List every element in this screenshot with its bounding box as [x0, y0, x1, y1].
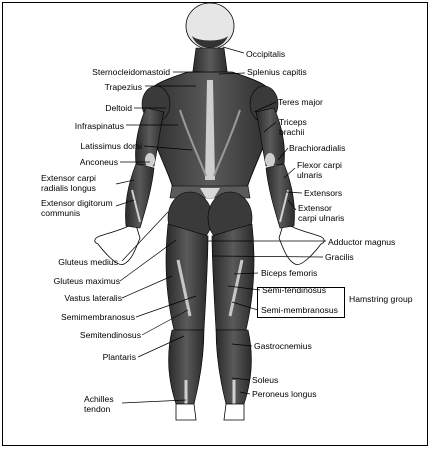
label-splenius-capitis: Splenius capitis	[247, 67, 307, 77]
label-semitendinosus: Semitendinosus	[79, 330, 141, 340]
label-extensor-carpi-ulnaris: Extensor carpi ulnaris	[298, 203, 345, 223]
label-sternocleidomastoid: Sternocleidomastoid	[92, 67, 170, 77]
label-teres-major: Teres major	[278, 97, 323, 107]
label-trapezius: Trapezius	[104, 82, 142, 92]
occipitalis-muscle	[192, 36, 228, 48]
label-semi-tendinosus: Semi-tendinosus	[262, 285, 327, 295]
label-achilles-tendon: Achilles tendon	[84, 394, 114, 414]
label-brachioradialis: Brachioradialis	[289, 143, 346, 153]
label-plantaris: Plantaris	[102, 352, 136, 362]
label-gluteus-maximus: Gluteus maximus	[53, 276, 120, 286]
right-upper-arm	[255, 107, 285, 167]
label-biceps-femoris: Biceps femoris	[261, 268, 318, 278]
label-gracilis: Gracilis	[325, 252, 354, 262]
right-foot	[223, 403, 245, 421]
label-gluteus-medius: Gluteus medius	[58, 257, 118, 267]
label-deltoid: Deltoid	[105, 103, 132, 113]
label-adductor-magnus: Adductor magnus	[328, 237, 396, 247]
label-hamstring-group: Hamstring group	[349, 294, 413, 304]
spine	[205, 80, 215, 180]
label-extensors: Extensors	[304, 188, 343, 198]
label-semimembranosus: Semimembranosus	[60, 312, 135, 322]
left-upper-arm	[135, 107, 165, 167]
label-semi-membranosus: Semi-membranosus	[261, 305, 338, 315]
right-hand	[278, 221, 325, 266]
label-latissimus-dorsi: Latissimus dorsi	[80, 141, 142, 151]
label-peroneus-longus: Peroneus longus	[252, 389, 317, 399]
label-infraspinatus: Infraspinatus	[74, 121, 124, 131]
label-gastrocnemius: Gastrocnemius	[254, 341, 312, 351]
leader-lines	[115, 46, 326, 404]
label-triceps-brachii: Triceps brachii	[279, 117, 307, 137]
label-occipitalis: Occipitalis	[246, 49, 286, 59]
right-thigh	[211, 223, 255, 331]
label-soleus: Soleus	[252, 375, 279, 385]
label-extensor-carpi-radialis-longus: Extensor carpi radialis longus	[41, 173, 96, 193]
right-forearm	[265, 163, 295, 229]
label-flexor-carpi-ulnaris: Flexor carpi ulnaris	[297, 160, 342, 180]
hamstring-group-bracket	[257, 287, 345, 318]
label-vastus-lateralis: Vastus lateralis	[64, 293, 122, 303]
label-anconeus: Anconeus	[79, 157, 118, 167]
left-foot	[175, 403, 197, 421]
left-thigh	[165, 223, 209, 331]
label-extensor-digitorum-communis: Extensor digitorum communis	[41, 198, 113, 218]
